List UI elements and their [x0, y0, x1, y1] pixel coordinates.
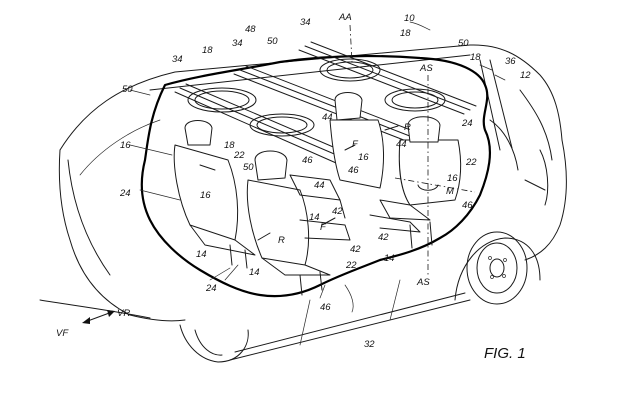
label-42: 42 — [378, 232, 389, 243]
label-22: 22 — [233, 150, 245, 161]
label-16: 16 — [120, 140, 131, 151]
label-44: 44 — [322, 112, 333, 123]
roof-rails — [174, 41, 477, 171]
label-as-bottom: AS — [416, 277, 430, 288]
label-16: 16 — [358, 152, 369, 163]
label-18: 18 — [470, 52, 481, 63]
label-22: 22 — [465, 157, 477, 168]
label-42: 42 — [332, 206, 343, 217]
label-aa: AA — [338, 12, 352, 23]
label-14: 14 — [309, 212, 320, 223]
label-14: 14 — [384, 253, 395, 264]
aa-axis-line — [349, 24, 353, 63]
label-36: 36 — [505, 56, 516, 67]
roof-rings — [187, 58, 446, 137]
label-18: 18 — [224, 140, 235, 151]
label-10: 10 — [404, 13, 415, 24]
label-50: 50 — [267, 36, 278, 47]
label-24: 24 — [205, 283, 217, 294]
label-50: 50 — [243, 162, 254, 173]
label-24: 24 — [461, 118, 473, 129]
label-32: 32 — [364, 339, 375, 350]
label-42: 42 — [350, 244, 361, 255]
label-48: 48 — [245, 24, 256, 35]
label-12: 12 — [520, 70, 531, 81]
label-16: 16 — [447, 173, 458, 184]
label-24: 24 — [119, 188, 131, 199]
label-50: 50 — [122, 84, 133, 95]
label-f: F — [320, 222, 327, 233]
direction-arrow — [82, 310, 115, 324]
label-34: 34 — [300, 17, 311, 28]
label-18: 18 — [202, 45, 213, 56]
label-as-top: AS — [419, 63, 433, 74]
cutaway-boundary — [140, 55, 492, 298]
label-m: M — [446, 186, 454, 197]
label-f: F — [352, 139, 359, 150]
vehicle-body — [39, 44, 567, 363]
label-vf: VF — [56, 328, 69, 339]
rotation-arrow — [417, 184, 439, 191]
label-vr: VR — [117, 308, 130, 319]
label-22: 22 — [345, 260, 357, 271]
label-18: 18 — [400, 28, 411, 39]
label-44: 44 — [396, 139, 407, 150]
seat-front-left — [289, 92, 385, 219]
label-46: 46 — [462, 200, 473, 211]
label-14: 14 — [249, 267, 260, 278]
seat-rear-left — [173, 120, 256, 269]
label-34: 34 — [172, 54, 183, 65]
label-44: 44 — [314, 180, 325, 191]
seat-front-right — [369, 116, 462, 249]
callout-labels: AA 10 34 48 34 50 18 50 18 18 34 AS 36 1… — [119, 12, 531, 350]
label-14: 14 — [196, 249, 207, 260]
label-r: R — [278, 235, 285, 246]
m-axis-line — [394, 177, 476, 193]
label-50: 50 — [458, 38, 469, 49]
leader-lines — [129, 21, 506, 313]
floor-indicators — [257, 125, 399, 241]
label-46: 46 — [320, 302, 331, 313]
figure-caption: FIG. 1 — [484, 345, 526, 362]
label-46: 46 — [302, 155, 313, 166]
label-16: 16 — [200, 190, 211, 201]
label-34: 34 — [232, 38, 243, 49]
seat-rear-right — [246, 150, 351, 296]
label-r: R — [404, 122, 411, 133]
label-46: 46 — [348, 165, 359, 176]
